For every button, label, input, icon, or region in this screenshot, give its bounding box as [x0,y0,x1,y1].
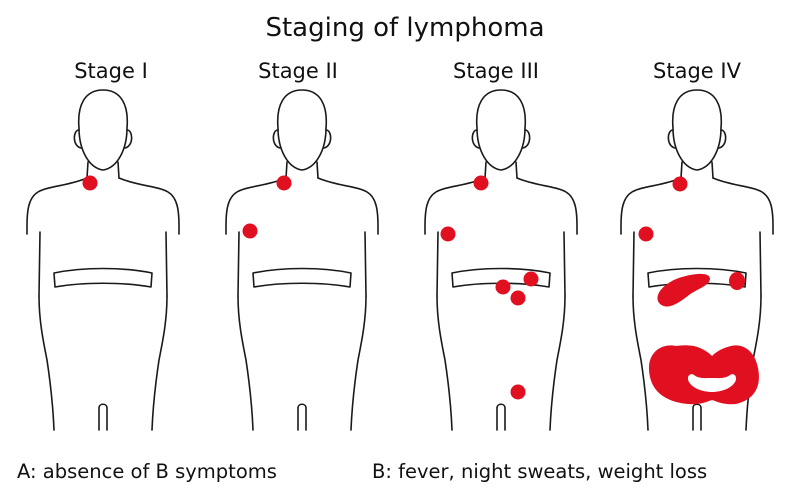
stage-3-panel: Stage III [424,59,578,431]
lymph-node [242,223,258,239]
stage-1-panel: Stage I [26,59,180,431]
lymph-node [473,175,489,191]
legend-a: A: absence of B symptoms [17,460,277,483]
spleen-involvement [729,272,745,290]
legend-b: B: fever, night sweats, weight loss [372,460,707,483]
stage-2-panel: Stage II [225,59,379,431]
bone-marrow-involvement [648,345,759,405]
lymph-node [672,176,688,192]
body-outline [424,89,578,431]
stage-4-panel: Stage IV [620,59,774,431]
lymph-node [495,279,511,295]
lymph-node [523,271,539,287]
stage-2-label: Stage II [258,59,338,83]
lymph-node [276,175,292,191]
lymph-node [440,226,456,242]
lymph-node [82,175,98,191]
body-outline [225,89,379,431]
diagram-title: Staging of lymphoma [265,13,544,43]
liver-involvement [657,273,710,307]
stage-4-label: Stage IV [653,59,742,83]
stage-1-label: Stage I [74,59,148,83]
lymph-node [510,384,526,400]
lymph-node [638,226,654,242]
lymph-node [510,290,526,306]
body-outline [26,89,180,431]
stage-3-label: Stage III [453,59,539,83]
